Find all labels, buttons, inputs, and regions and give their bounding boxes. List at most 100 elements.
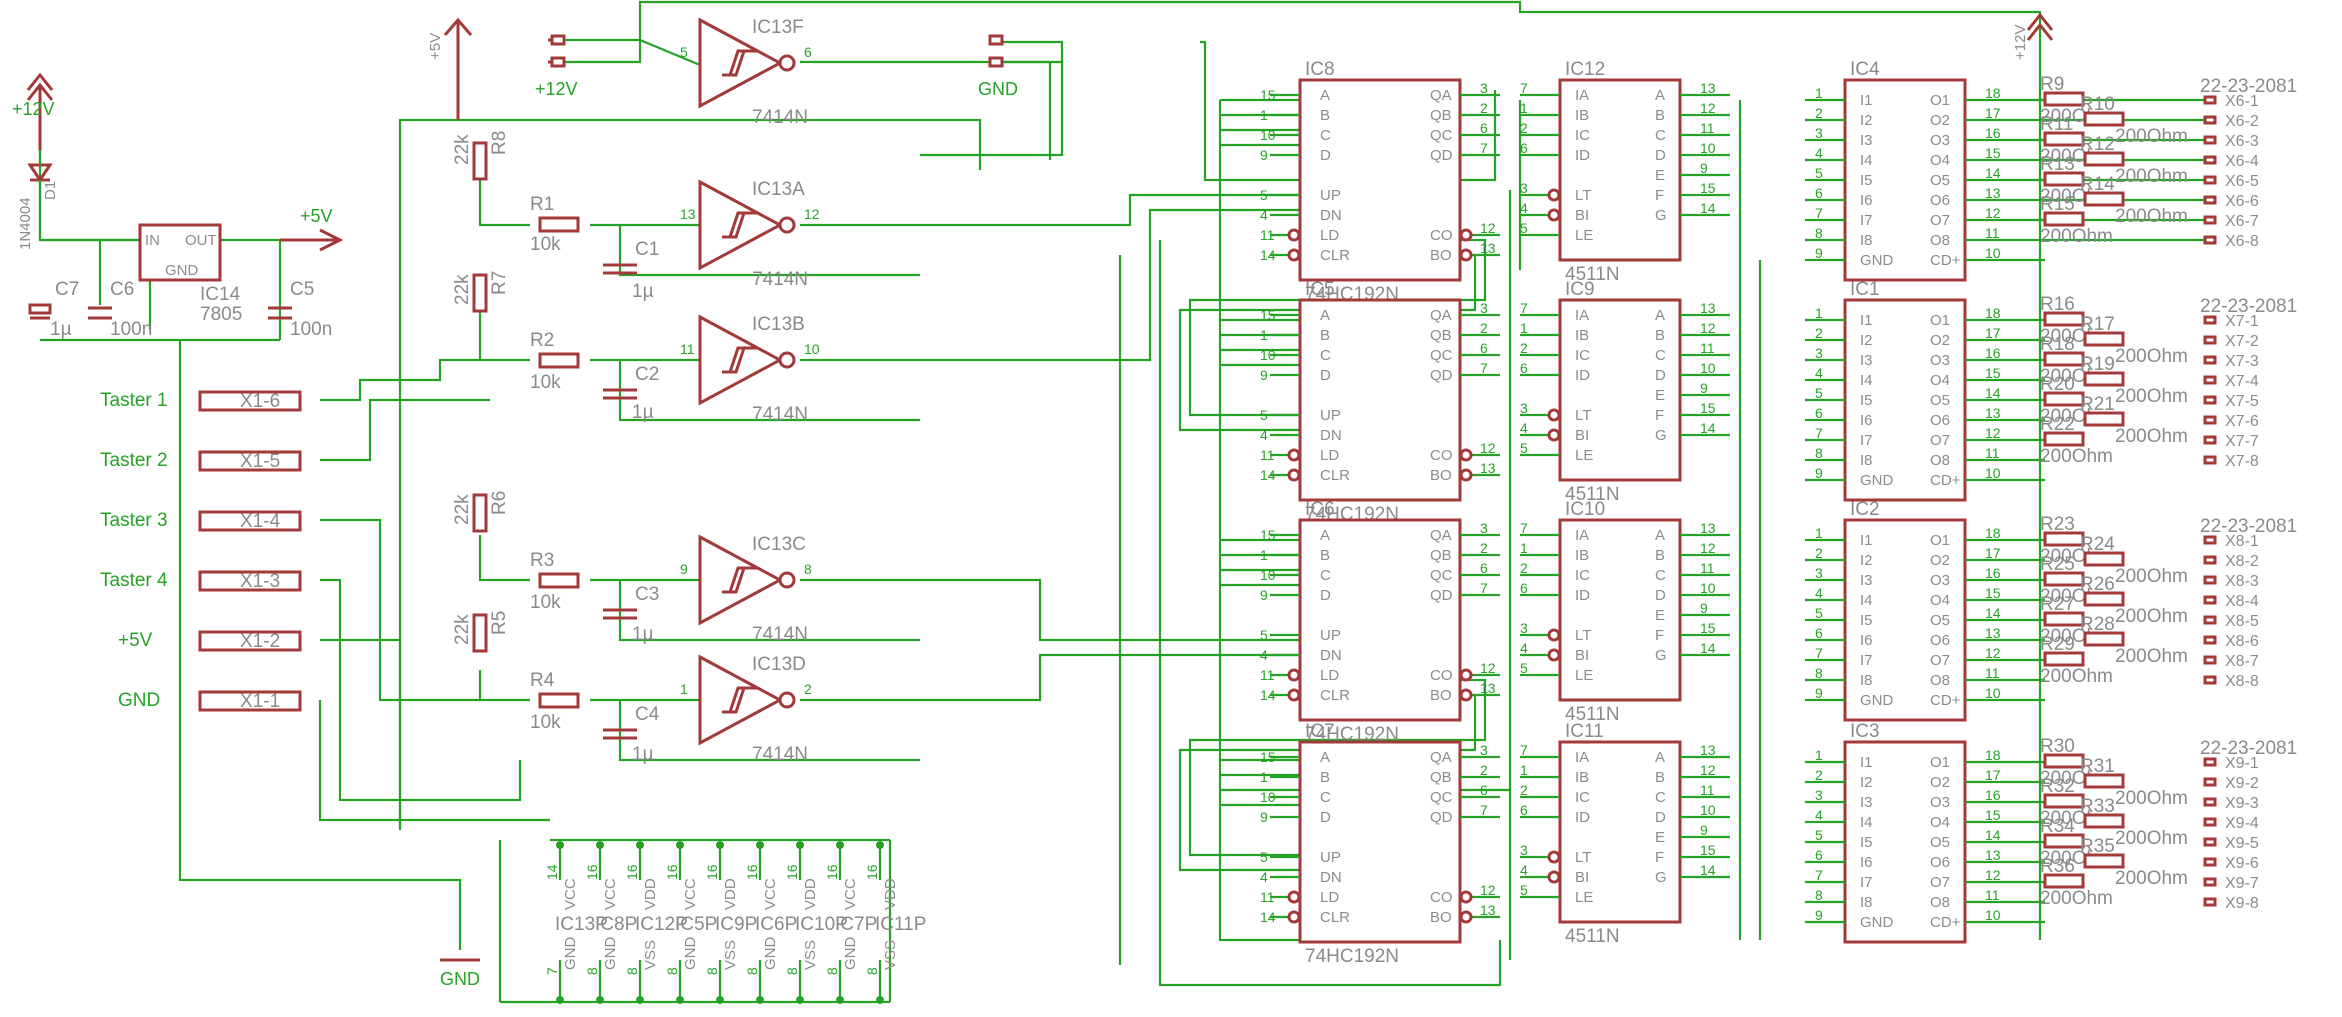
supply-cap-c5: C5 100n (268, 279, 332, 340)
svg-text:5: 5 (1260, 187, 1268, 203)
svg-text:7: 7 (544, 967, 560, 975)
svg-text:O8: O8 (1930, 232, 1950, 249)
svg-text:D: D (1655, 587, 1666, 604)
svg-text:CLR: CLR (1320, 687, 1350, 704)
svg-text:DN: DN (1320, 207, 1342, 224)
svg-text:14: 14 (1260, 909, 1276, 925)
output-resistor-name: R35 (2080, 836, 2115, 857)
svg-text:15: 15 (1260, 749, 1276, 765)
output-pin-label: X9-5 (2225, 835, 2259, 852)
svg-text:GND: GND (602, 937, 619, 971)
schmitt-value: 7414N (752, 404, 808, 425)
svg-text:18: 18 (1985, 525, 2001, 541)
x1-pin-4: X1-4 (240, 511, 281, 532)
svg-text:VDD: VDD (722, 878, 739, 910)
svg-text:1: 1 (1260, 769, 1268, 785)
svg-text:R8: R8 (489, 131, 510, 155)
svg-text:A: A (1320, 307, 1330, 324)
svg-text:IB: IB (1575, 107, 1589, 124)
schmitt-pin-in: 1 (680, 681, 688, 697)
output-resistor-name: R14 (2080, 174, 2115, 195)
svg-text:6: 6 (1520, 580, 1528, 596)
svg-text:D: D (1320, 147, 1331, 164)
output-resistor-name: R20 (2040, 374, 2075, 395)
svg-text:O8: O8 (1930, 452, 1950, 469)
svg-text:A: A (1320, 87, 1330, 104)
output-resistor-name: R9 (2040, 74, 2064, 95)
output-resistor-value: 200Ohm (2115, 346, 2188, 367)
svg-text:9: 9 (1260, 587, 1268, 603)
svg-text:QD: QD (1430, 809, 1453, 826)
output-pin-label: X9-6 (2225, 855, 2259, 872)
resistor-r1 (538, 216, 580, 233)
output-resistor-value: 200Ohm (2115, 166, 2188, 187)
svg-text:13: 13 (1985, 185, 2001, 201)
svg-text:8: 8 (824, 967, 840, 975)
regulator-body (138, 223, 222, 282)
svg-text:G: G (1655, 427, 1667, 444)
cap-c3 (603, 608, 637, 620)
svg-text:O2: O2 (1930, 112, 1950, 129)
svg-text:UP: UP (1320, 849, 1341, 866)
svg-text:16: 16 (704, 864, 720, 880)
svg-text:A: A (1320, 749, 1330, 766)
svg-text:9: 9 (1260, 809, 1268, 825)
svg-text:UP: UP (1320, 187, 1341, 204)
svg-text:7: 7 (1520, 80, 1528, 96)
power-pin-name: IC8P (595, 914, 637, 935)
svg-text:GND: GND (682, 937, 699, 971)
output-resistor-name: R25 (2040, 554, 2075, 575)
svg-text:10: 10 (1700, 580, 1716, 596)
svg-text:O2: O2 (1930, 552, 1950, 569)
svg-text:15: 15 (1260, 307, 1276, 323)
svg-text:F: F (1655, 407, 1664, 424)
output-pin-label: X6-6 (2225, 193, 2259, 210)
schmitt-name: IC13C (752, 534, 806, 555)
decoder-value: 4511N (1565, 704, 1620, 725)
svg-text:LE: LE (1575, 447, 1593, 464)
counter-name: IC6 (1305, 499, 1335, 520)
svg-text:4: 4 (1815, 145, 1823, 161)
svg-text:I7: I7 (1860, 652, 1873, 669)
output-group-7: 22-23-2081R16200OhmR17200OhmR18200OhmR19… (2040, 294, 2297, 470)
svg-text:I6: I6 (1860, 854, 1873, 871)
svg-text:DN: DN (1320, 427, 1342, 444)
counter-name: IC5 (1305, 279, 1335, 300)
svg-text:I3: I3 (1860, 794, 1873, 811)
svg-text:QC: QC (1430, 127, 1453, 144)
svg-text:8: 8 (1815, 887, 1823, 903)
output-part-label: 22-23-2081 (2200, 738, 2297, 759)
output-pin-label: X8-3 (2225, 573, 2259, 590)
output-pin-label: X6-7 (2225, 213, 2259, 230)
svg-text:R6: R6 (489, 491, 510, 515)
svg-text:1: 1 (1815, 747, 1823, 763)
x1-label-gnd: GND (118, 690, 160, 711)
svg-text:11: 11 (1985, 665, 2000, 681)
output-pin-label: X6-3 (2225, 133, 2259, 150)
output-resistor-name: R17 (2080, 314, 2115, 335)
regulator-value: 7805 (200, 304, 242, 325)
schmitt-name: IC13D (752, 654, 806, 675)
output-pin-label: X7-6 (2225, 413, 2259, 430)
svg-text:VCC: VCC (842, 878, 859, 910)
svg-text:1: 1 (1520, 320, 1528, 336)
svg-text:O5: O5 (1930, 172, 1950, 189)
svg-text:O4: O4 (1930, 152, 1950, 169)
svg-text:22k: 22k (452, 274, 473, 305)
svg-text:O1: O1 (1930, 92, 1950, 109)
svg-text:8: 8 (1815, 665, 1823, 681)
svg-text:QB: QB (1430, 107, 1452, 124)
svg-text:O3: O3 (1930, 794, 1950, 811)
svg-text:C: C (1320, 789, 1331, 806)
svg-text:I2: I2 (1860, 112, 1873, 129)
svg-text:B: B (1320, 547, 1330, 564)
svg-text:C6: C6 (110, 279, 134, 300)
svg-text:O4: O4 (1930, 814, 1950, 831)
svg-text:5: 5 (1260, 627, 1268, 643)
output-pin-label: X7-4 (2225, 373, 2259, 390)
